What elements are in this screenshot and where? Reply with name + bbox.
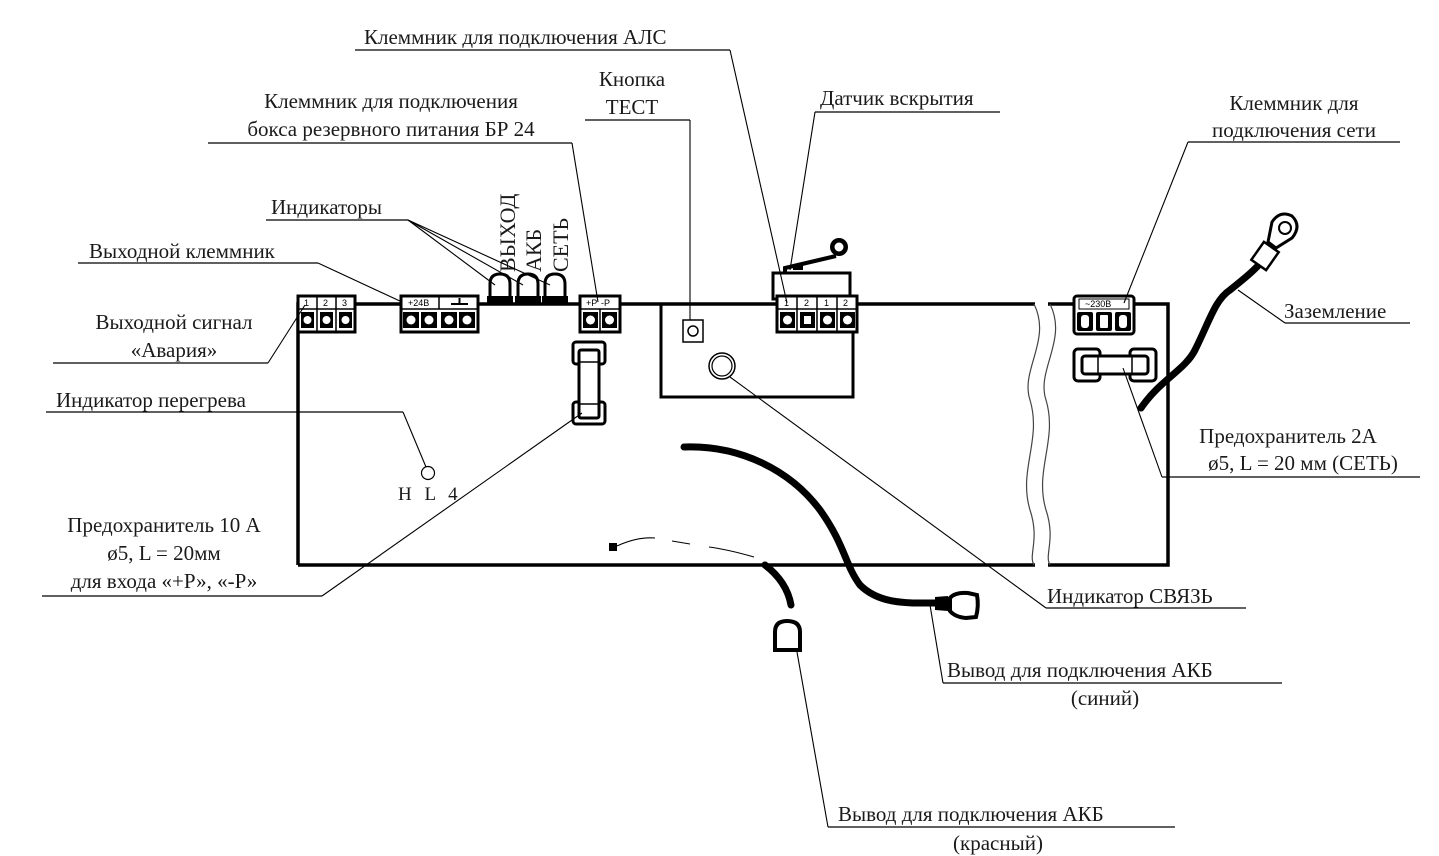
- led-mains-icon: [542, 272, 568, 304]
- label-fuse-2a-line1: Предохранитель 2А: [1199, 424, 1377, 448]
- fuse-2a-icon: [1072, 347, 1158, 383]
- terminal-label: +Р: [586, 298, 597, 308]
- internal-thin-wire: [609, 537, 755, 558]
- alarm-terminal-block: 1 2 3: [296, 294, 357, 334]
- label-test-button-line2: ТЕСТ: [606, 95, 659, 119]
- screw-icon: [320, 312, 333, 328]
- screw-icon: [441, 312, 457, 328]
- label-als-terminal: Клеммник для подключения АЛС: [364, 25, 666, 49]
- led-akb-icon: [515, 272, 541, 304]
- label-test-button-line1: Кнопка: [599, 67, 666, 91]
- break-line-left: [1026, 303, 1041, 566]
- label-indicators: Индикаторы: [271, 195, 382, 219]
- terminal-label: +24В: [408, 298, 429, 308]
- overheat-led-icon: [420, 465, 436, 481]
- terminal-label: 1: [304, 298, 309, 308]
- label-br24-line2: бокса резервного питания БР 24: [247, 117, 535, 141]
- label-akb-blue-line2: (синий): [1071, 686, 1139, 710]
- circuit-board: [296, 302, 1170, 567]
- callout-labels: Клеммник для подключения АЛС Кнопка ТЕСТ…: [56, 25, 1398, 855]
- terminal-label: -Р: [601, 298, 610, 308]
- fuse-10a-icon: [571, 340, 607, 426]
- link-indicator-icon: [708, 352, 736, 380]
- indicator-leds: ВЫХОД АКБ СЕТЬ: [487, 194, 573, 304]
- screw-icon: [780, 312, 795, 328]
- screw-icon: [800, 312, 815, 328]
- ground-icon: [451, 298, 468, 305]
- screw-icon: [459, 312, 475, 328]
- label-overheat-indicator: Индикатор перегрева: [56, 388, 247, 412]
- als-terminal-block: 1 2 1 2: [775, 294, 859, 334]
- label-grounding: Заземление: [1284, 299, 1386, 323]
- terminal-label: 2: [323, 298, 328, 308]
- terminal-label: 2: [804, 298, 809, 308]
- board-outline-right: [1048, 302, 1170, 567]
- screw-icon: [403, 312, 419, 328]
- screw-icon: [1115, 312, 1131, 331]
- screw-icon: [840, 312, 855, 328]
- label-alarm-line2: «Авария»: [131, 338, 218, 362]
- label-mains-line1: Клеммник для: [1229, 91, 1358, 115]
- battery-clamp-blue-icon: [948, 590, 980, 621]
- screw-icon: [583, 312, 598, 328]
- screw-icon: [301, 312, 314, 328]
- label-akb-red-line1: Вывод для подключения АКБ: [838, 802, 1104, 826]
- battery-clamp-red-icon: [773, 618, 802, 652]
- akb-blue-wire: [680, 443, 980, 621]
- test-button-icon: [682, 319, 704, 343]
- terminal-label: ~230В: [1085, 299, 1111, 309]
- label-br24-line1: Клеммник для подключения: [264, 89, 518, 113]
- screw-icon: [1096, 312, 1112, 331]
- label-akb-red-line2: (красный): [953, 831, 1043, 855]
- leader-lines: [42, 49, 1420, 828]
- ring-terminal-icon: [1266, 212, 1299, 250]
- label-fuse-10a-line3: для входа «+Р», «-Р»: [71, 569, 258, 593]
- label-fuse-10a-line1: Предохранитель 10 А: [67, 513, 261, 537]
- label-akb-blue-line1: Вывод для подключения АКБ: [947, 658, 1213, 682]
- akb-red-wire: [761, 561, 802, 652]
- board-outline-left: [296, 302, 1035, 565]
- terminal-label: 1: [824, 298, 829, 308]
- ground-wire: [1137, 212, 1299, 412]
- label-alarm-line1: Выходной сигнал: [95, 310, 252, 334]
- led-output-icon: [487, 272, 513, 304]
- label-fuse-10a-line2: ø5, L = 20мм: [107, 541, 220, 565]
- led-label-mains: СЕТЬ: [548, 218, 573, 272]
- led-label-output: ВЫХОД: [495, 194, 520, 272]
- br24-terminal-block: +Р -Р: [578, 294, 622, 334]
- screw-icon: [1077, 312, 1093, 331]
- mains-terminal-block: ~230В: [1072, 294, 1136, 336]
- label-tamper-sensor: Датчик вскрытия: [820, 86, 974, 110]
- screw-icon: [421, 312, 437, 328]
- output-terminal-block: +24В: [399, 294, 480, 334]
- led-label-akb: АКБ: [521, 229, 546, 272]
- break-line-right: [1042, 303, 1057, 566]
- label-mains-line2: подключения сети: [1212, 118, 1376, 142]
- terminal-label: 3: [342, 298, 347, 308]
- label-fuse-2a-line2: ø5, L = 20 мм (СЕТЬ): [1208, 451, 1398, 475]
- screw-icon: [339, 312, 352, 328]
- label-output-terminal: Выходной клеммник: [89, 239, 276, 263]
- label-link-indicator: Индикатор СВЯЗЬ: [1047, 584, 1213, 608]
- hl4-label: H L 4: [398, 484, 462, 505]
- terminal-label: 2: [843, 298, 848, 308]
- screw-icon: [602, 312, 617, 328]
- screw-icon: [820, 312, 835, 328]
